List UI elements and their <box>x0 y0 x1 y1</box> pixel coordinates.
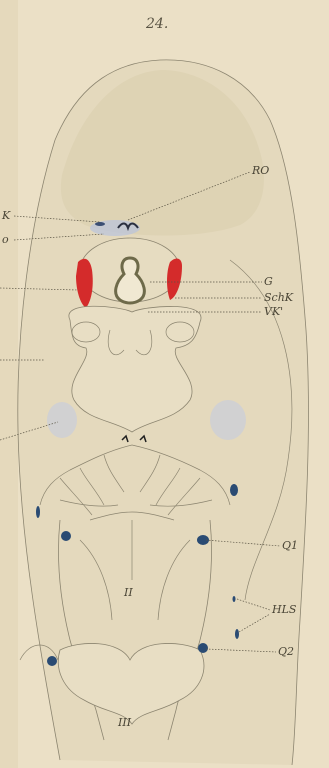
label-k: K <box>2 210 10 221</box>
blue-tint-left <box>47 402 77 438</box>
label-o: o <box>2 234 9 245</box>
blue-dot-left-upper <box>61 531 71 541</box>
label-ro: RO <box>252 165 269 176</box>
region-numeral-ii: II <box>124 586 133 599</box>
blue-tint-right <box>210 400 246 440</box>
plate-number: 24. <box>146 16 168 32</box>
label-q1: Q1 <box>282 540 298 551</box>
label-g: G <box>264 276 273 287</box>
label-hls: HLS <box>272 604 296 615</box>
blue-dot-edge <box>36 506 40 518</box>
blue-dot-right-upper <box>230 484 238 496</box>
k-marker <box>95 222 105 226</box>
blue-dot-left-lower <box>47 656 57 666</box>
label-vk: VK' <box>264 306 283 317</box>
blue-dot-hls-lower <box>235 629 239 639</box>
blue-dot-hls-upper <box>233 596 236 602</box>
label-q2: Q2 <box>278 646 294 657</box>
blue-dot-q2 <box>198 643 208 653</box>
region-numeral-iii: III <box>118 716 131 729</box>
label-schk: SchK <box>264 292 293 303</box>
